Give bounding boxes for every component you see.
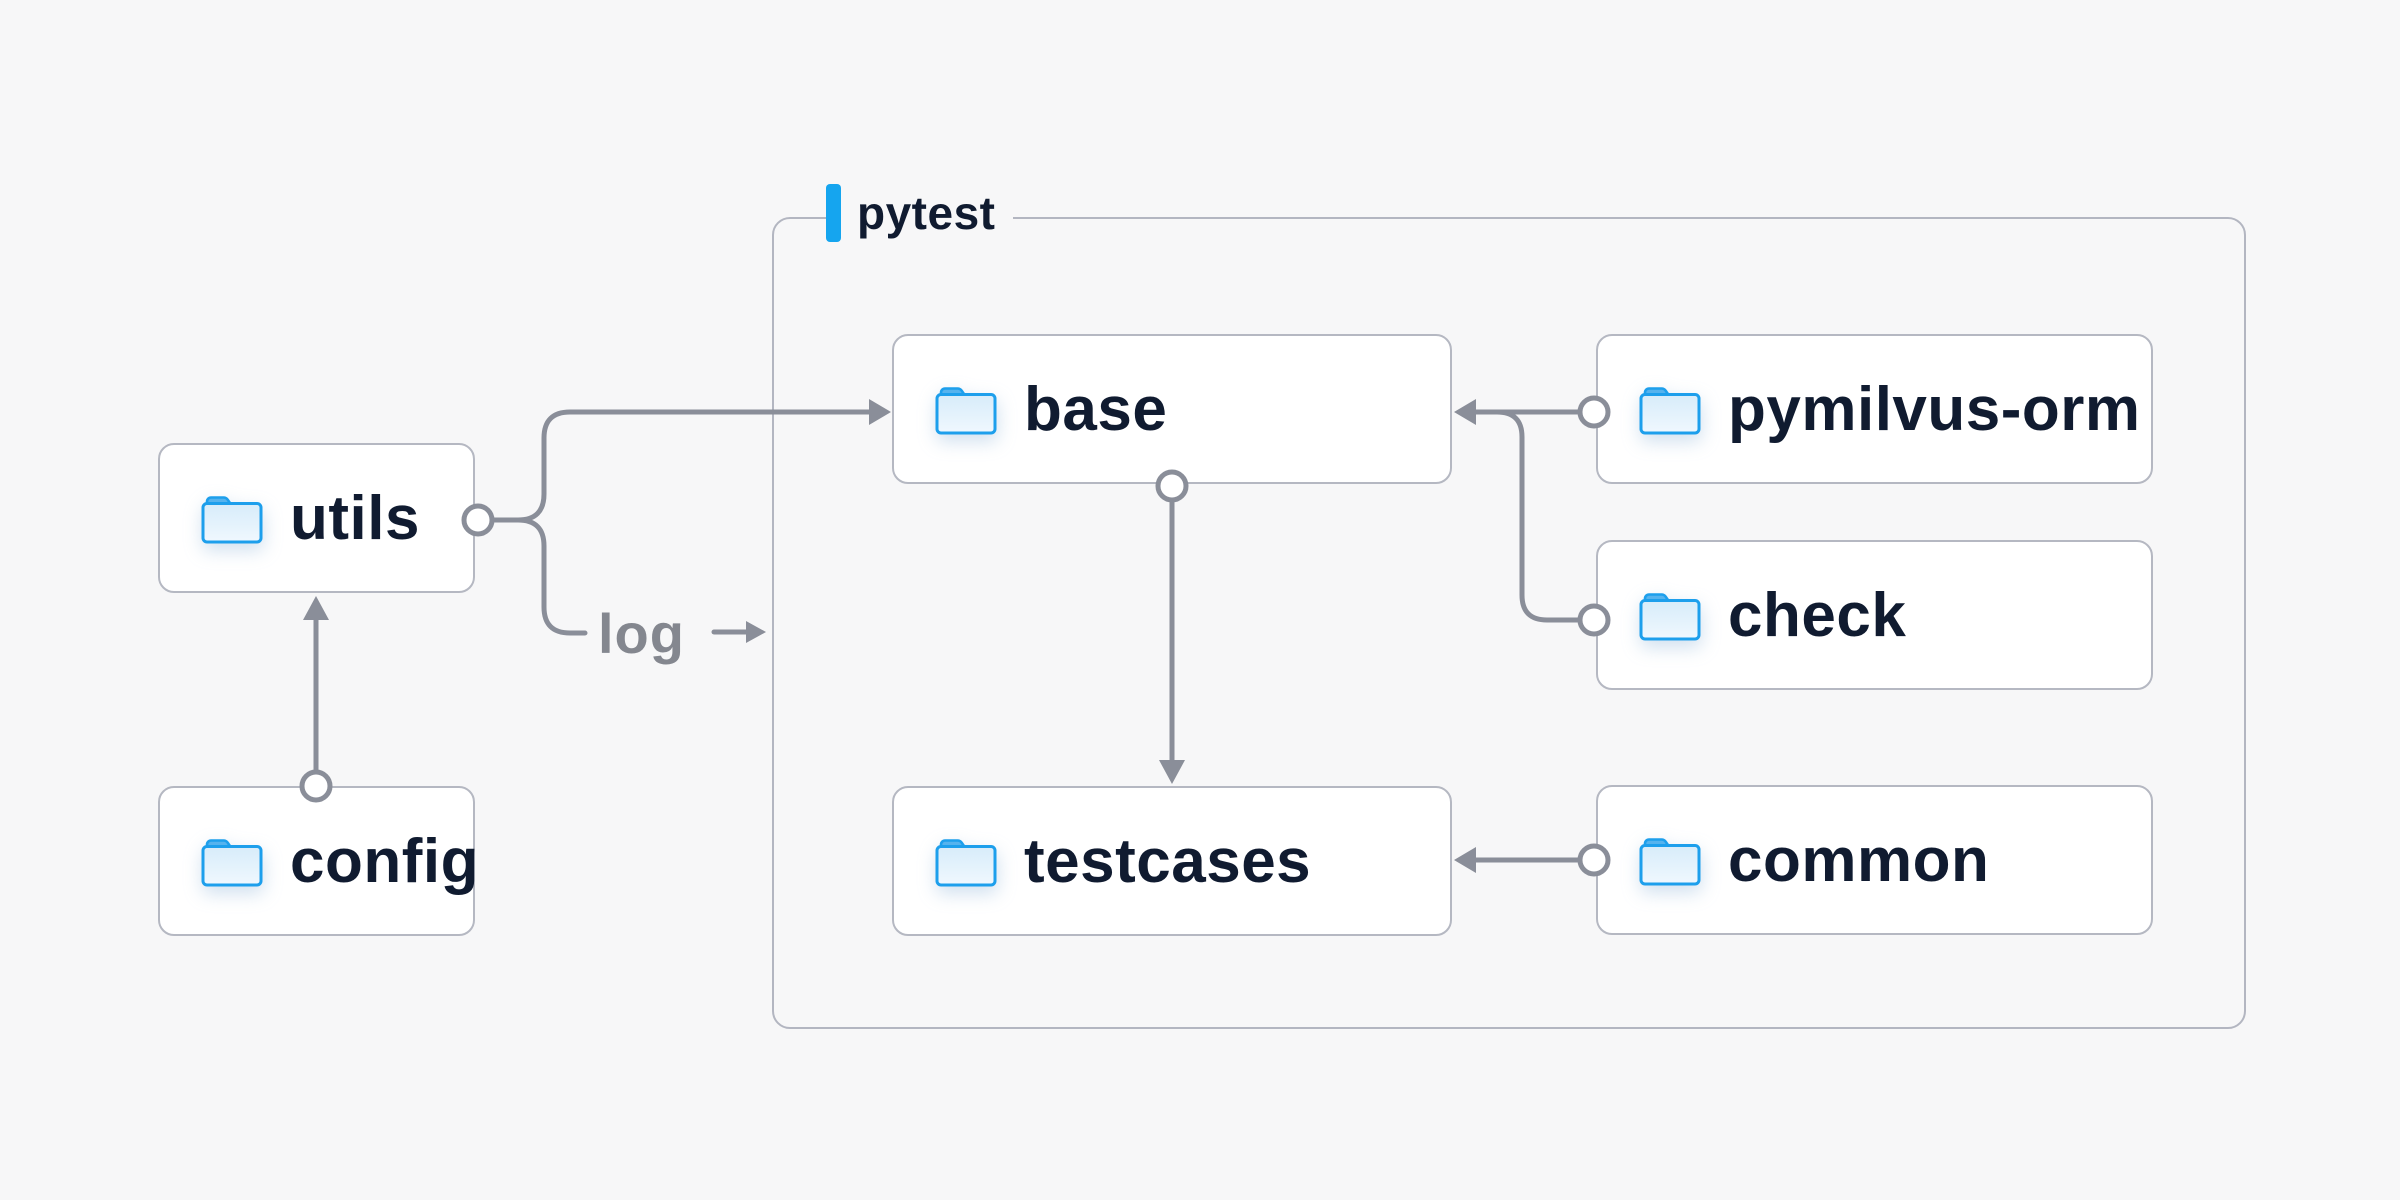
- folder-icon: [201, 495, 263, 543]
- node-check: check: [1596, 540, 2153, 690]
- node-testcases: testcases: [892, 786, 1452, 936]
- node-label: base: [1024, 374, 1168, 444]
- accent-bar: [826, 184, 841, 242]
- folder-icon: [1639, 592, 1701, 640]
- folder-icon: [935, 838, 997, 886]
- folder-icon: [1639, 837, 1701, 885]
- pytest-group-container: [772, 217, 2246, 1029]
- group-label-text: pytest: [857, 187, 996, 239]
- node-label: common: [1728, 825, 1990, 895]
- node-label: testcases: [1024, 826, 1312, 896]
- folder-icon: [1639, 386, 1701, 434]
- node-label: config: [290, 826, 479, 896]
- edge-label-log: log: [598, 602, 685, 665]
- pytest-group-label: pytest: [826, 184, 1014, 242]
- node-label: utils: [290, 483, 420, 553]
- node-label: check: [1728, 580, 1907, 650]
- node-config: config: [158, 786, 478, 936]
- node-utils: utils: [158, 443, 475, 593]
- folder-icon: [201, 838, 263, 886]
- node-label: pymilvus-orm: [1728, 374, 2141, 444]
- folder-icon: [935, 386, 997, 434]
- node-base: base: [892, 334, 1452, 484]
- node-pymilvus-orm: pymilvus-orm: [1596, 334, 2153, 484]
- edge-config-utils: [299, 596, 333, 803]
- node-common: common: [1596, 785, 2153, 935]
